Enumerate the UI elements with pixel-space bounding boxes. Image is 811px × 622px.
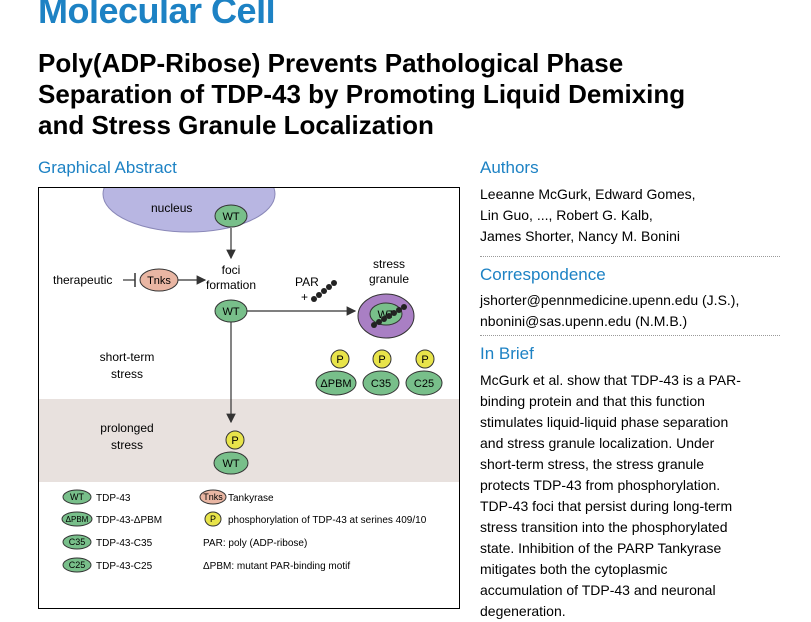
title-line: Poly(ADP-Ribose) Prevents Pathological P… xyxy=(38,48,624,78)
short-term-label: short-term xyxy=(100,350,155,364)
brief-line: accumulation of TDP-43 and neuronal xyxy=(480,582,716,598)
svg-text:C35: C35 xyxy=(69,537,86,547)
journal-name: Molecular Cell xyxy=(38,0,276,31)
granule-label: granule xyxy=(369,272,409,286)
in-brief-text: McGurk et al. show that TDP-43 is a PAR-… xyxy=(480,370,741,622)
svg-text:WT: WT xyxy=(70,492,84,502)
svg-text:C25: C25 xyxy=(69,560,86,570)
title-line: Separation of TDP-43 by Promoting Liquid… xyxy=(38,79,686,109)
prolonged-stress-band xyxy=(39,399,459,482)
brief-line: and stress granule localization. Under xyxy=(480,435,715,451)
brief-line: stimulates liquid-liquid phase separatio… xyxy=(480,414,729,430)
correspondence-email[interactable]: jshorter@pennmedicine.upenn.edu (J.S.), xyxy=(480,292,740,308)
short-term-stress-label: stress xyxy=(111,367,143,381)
section-divider xyxy=(480,335,780,336)
stress-granule-label: stress xyxy=(373,257,405,271)
in-brief-heading: In Brief xyxy=(480,344,534,363)
authors-line: Lin Guo, ..., Robert G. Kalb, xyxy=(480,207,653,223)
formation-label: formation xyxy=(206,278,256,292)
svg-text:C25: C25 xyxy=(414,378,434,390)
svg-text:WT: WT xyxy=(222,458,239,470)
brief-line: stress transition into the phosphorylate… xyxy=(480,519,728,535)
svg-text:ΔPBM: ΔPBM xyxy=(66,515,89,524)
svg-text:C35: C35 xyxy=(371,378,391,390)
prolonged-stress-label: stress xyxy=(111,438,143,452)
legend-c35: TDP-43-C35 xyxy=(96,538,153,549)
legend-dpbm-def: ΔPBM: mutant PAR-binding motif xyxy=(203,561,350,572)
par-chain-bound-icon xyxy=(371,304,407,328)
legend-par: PAR: poly (ADP-ribose) xyxy=(203,538,307,549)
svg-text:Tnks: Tnks xyxy=(203,492,223,502)
correspondence-email[interactable]: nbonini@sas.upenn.edu (N.M.B.) xyxy=(480,313,688,329)
authors-line: Leeanne McGurk, Edward Gomes, xyxy=(480,186,696,202)
phosphorylated-tdp43: P WT xyxy=(213,430,249,475)
legend-c25: TDP-43-C25 xyxy=(96,561,153,572)
authors-heading: Authors xyxy=(480,158,539,177)
svg-text:ΔPBM: ΔPBM xyxy=(320,378,351,390)
svg-text:P: P xyxy=(231,435,238,447)
plus-sign: + xyxy=(301,290,308,304)
graphical-abstract-diagram: nucleus WT therapeutic Tnks foci formati… xyxy=(39,188,459,573)
foci-label: foci xyxy=(222,263,241,277)
brief-line: degeneration. xyxy=(480,603,566,619)
legend-wt: TDP-43 xyxy=(96,493,131,504)
graphical-abstract-heading: Graphical Abstract xyxy=(38,158,177,177)
brief-line: McGurk et al. show that TDP-43 is a PAR- xyxy=(480,372,741,388)
brief-line: binding protein and that this function xyxy=(480,393,705,409)
wt-label: WT xyxy=(222,306,239,318)
par-chain-icon xyxy=(311,280,337,302)
brief-line: short-term stress, the stress granule xyxy=(480,456,705,472)
mutant-c25: P C25 xyxy=(405,349,443,396)
brief-line: TDP-43 foci that persist during long-ter… xyxy=(480,498,733,514)
svg-text:P: P xyxy=(210,514,216,524)
prolonged-label: prolonged xyxy=(100,421,153,435)
brief-line: state. Inhibition of the PARP Tankyrase xyxy=(480,540,722,556)
legend-dpbm: TDP-43-ΔPBM xyxy=(96,515,162,526)
legend: WT TDP-43 ΔPBM TDP-43-ΔPBM C35 TDP-43-C3… xyxy=(61,489,427,573)
section-divider xyxy=(480,256,780,257)
therapeutic-label: therapeutic xyxy=(53,273,112,287)
correspondence-heading: Correspondence xyxy=(480,265,606,284)
legend-tnks: Tankyrase xyxy=(228,493,274,504)
legend-p: phosphorylation of TDP-43 at serines 409… xyxy=(228,515,427,526)
svg-text:P: P xyxy=(336,354,343,366)
mutant-c35: P C35 xyxy=(362,349,400,396)
mutant-dpbm: P ΔPBM xyxy=(315,349,357,396)
tdp43-nucleus xyxy=(214,204,248,228)
correspondence-list: jshorter@pennmedicine.upenn.edu (J.S.), … xyxy=(480,290,739,332)
wt-label: WT xyxy=(222,211,239,223)
brief-line: mitigates both the cytoplasmic xyxy=(480,561,668,577)
authors-list: Leeanne McGurk, Edward Gomes, Lin Guo, .… xyxy=(480,184,696,247)
svg-text:P: P xyxy=(378,354,385,366)
title-line: and Stress Granule Localization xyxy=(38,110,434,140)
brief-line: protects TDP-43 from phosphorylation. xyxy=(480,477,721,493)
par-label: PAR xyxy=(295,275,319,289)
paper-title: Poly(ADP-Ribose) Prevents Pathological P… xyxy=(38,48,778,141)
authors-line: James Shorter, Nancy M. Bonini xyxy=(480,228,680,244)
svg-text:P: P xyxy=(421,354,428,366)
graphical-abstract: nucleus WT therapeutic Tnks foci formati… xyxy=(38,187,460,609)
tnks-label: Tnks xyxy=(147,275,171,287)
nucleus-label: nucleus xyxy=(151,201,192,215)
